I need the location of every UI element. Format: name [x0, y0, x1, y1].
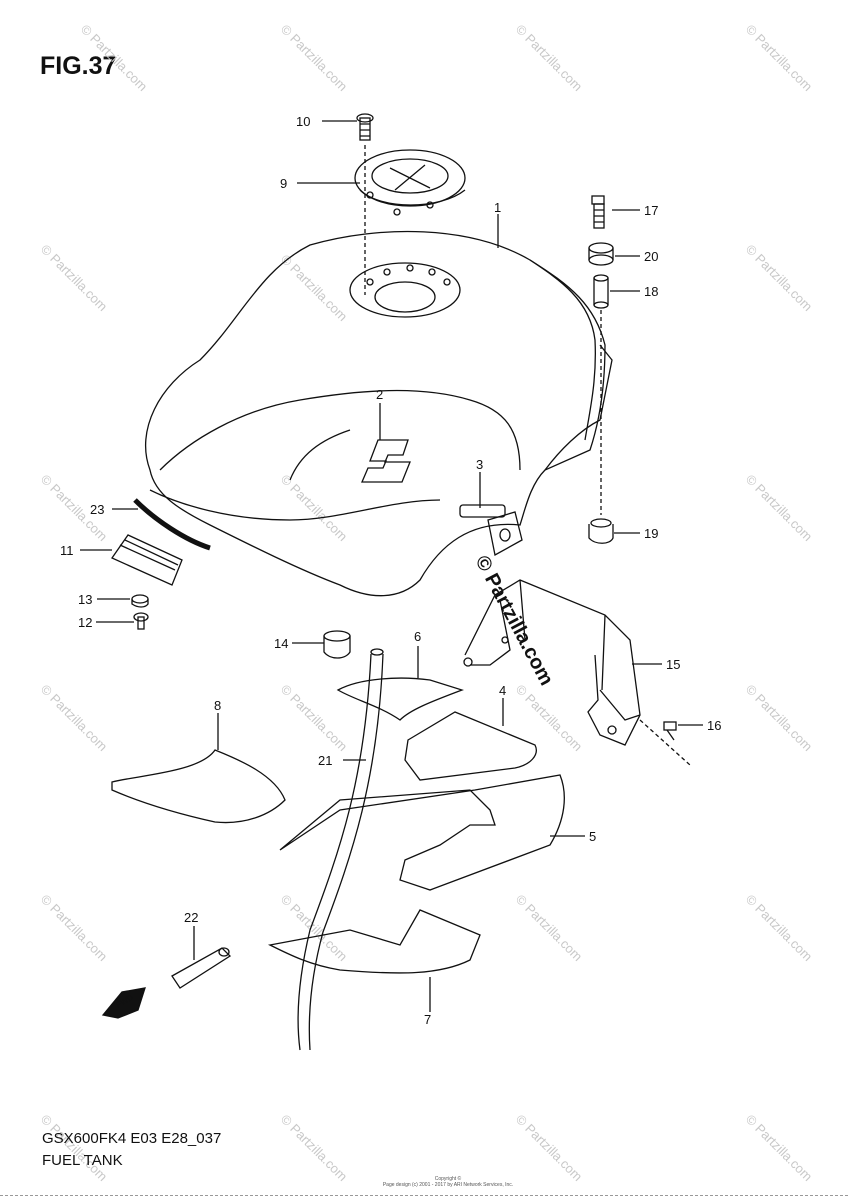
heat-shield-6 — [336, 677, 465, 721]
pad-8 — [111, 749, 286, 824]
clamp-22 — [171, 947, 232, 989]
watermark-text: © Partzilla.com — [513, 892, 586, 965]
callout-9: 9 — [280, 176, 287, 191]
background-watermarks: © Partzilla.com © Partzilla.com © Partzi… — [38, 22, 816, 1185]
callout-19: 19 — [644, 526, 658, 541]
collar-18 — [593, 274, 609, 309]
breather-hose — [297, 648, 384, 1051]
callout-20: 20 — [644, 249, 658, 264]
callout-23: 23 — [90, 502, 104, 517]
callout-21: 21 — [318, 753, 332, 768]
callout-6: 6 — [414, 629, 421, 644]
watermark-text: © Partzilla.com — [743, 682, 816, 755]
section-name: FUEL TANK — [42, 1152, 123, 1169]
sheet-7 — [267, 909, 481, 974]
copyright-notice: Copyright © Page design (c) 2001 - 2017 … — [368, 1176, 528, 1188]
watermark-text: © Partzilla.com — [513, 1112, 586, 1185]
tank-bracket — [463, 579, 641, 746]
callout-7: 7 — [424, 1012, 431, 1027]
watermark-text: © Partzilla.com — [278, 252, 351, 325]
watermark-text: © Partzilla.com — [743, 892, 816, 965]
watermark-text: © Partzilla.com — [278, 682, 351, 755]
model-code: GSX600FK4 E03 E28_037 — [42, 1130, 222, 1147]
watermark-text: © Partzilla.com — [278, 1112, 351, 1185]
callout-14: 14 — [274, 636, 288, 651]
leader-lines — [80, 120, 703, 1012]
callout-17: 17 — [644, 203, 658, 218]
copyright-line-2: Page design (c) 2001 - 2017 by ARI Netwo… — [382, 1182, 514, 1188]
callout-8: 8 — [214, 698, 221, 713]
bolt-17 — [591, 195, 605, 229]
callout-5: 5 — [589, 829, 596, 844]
callout-2: 2 — [376, 387, 383, 402]
callout-18: 18 — [644, 284, 658, 299]
tank-rubber-pad — [459, 504, 523, 557]
watermark-text: © Partzilla.com — [513, 682, 586, 755]
callout-1: 1 — [494, 200, 501, 215]
assembly-line — [639, 719, 691, 766]
watermark-text: © Partzilla.com — [38, 1112, 111, 1185]
watermark-text: © Partzilla.com — [513, 22, 586, 95]
callout-12: 12 — [78, 615, 92, 630]
bottom-divider — [0, 1195, 848, 1196]
figure-title: FIG.37 — [40, 52, 117, 80]
sheet-4 — [404, 711, 537, 781]
cushion-19 — [588, 518, 614, 544]
callout-10: 10 — [296, 114, 310, 129]
tank-emblem — [361, 439, 411, 483]
copyright-line-1: Copyright © — [434, 1176, 462, 1182]
callout-22: 22 — [184, 910, 198, 925]
screw-12 — [133, 612, 149, 630]
callout-13: 13 — [78, 592, 92, 607]
cap-screw — [356, 113, 374, 141]
watermark-text: © Partzilla.com — [278, 472, 351, 545]
rubber-cushion-11 — [111, 534, 183, 586]
trim-strip — [133, 498, 211, 551]
callout-15: 15 — [666, 657, 680, 672]
watermark-text: © Partzilla.com — [38, 682, 111, 755]
watermark-text: © Partzilla.com — [38, 242, 111, 315]
bolt-16 — [663, 721, 677, 741]
callout-3: 3 — [476, 457, 483, 472]
forward-arrow-icon: FWD — [101, 987, 146, 1019]
fuel-cap — [354, 149, 466, 216]
washer-13 — [131, 594, 149, 608]
callout-16: 16 — [707, 718, 721, 733]
watermark-text: © Partzilla.com — [743, 22, 816, 95]
watermark-text: © Partzilla.com — [278, 22, 351, 95]
fuel-tank-body — [145, 230, 613, 597]
callout-labels: 1 2 3 4 5 6 7 8 9 10 11 12 13 14 15 16 1… — [60, 114, 721, 1027]
sheet-5 — [279, 774, 565, 891]
watermark-text: © Partzilla.com — [278, 892, 351, 965]
cushion-14 — [323, 630, 351, 659]
watermark-text: © Partzilla.com — [38, 892, 111, 965]
callout-11: 11 — [60, 543, 74, 558]
watermark-text: © Partzilla.com — [743, 1112, 816, 1185]
watermark-text: © Partzilla.com — [743, 472, 816, 545]
watermark-text: © Partzilla.com — [78, 22, 151, 95]
watermark-text: © Partzilla.com — [743, 242, 816, 315]
callout-4: 4 — [499, 683, 506, 698]
washer-20 — [588, 242, 614, 266]
